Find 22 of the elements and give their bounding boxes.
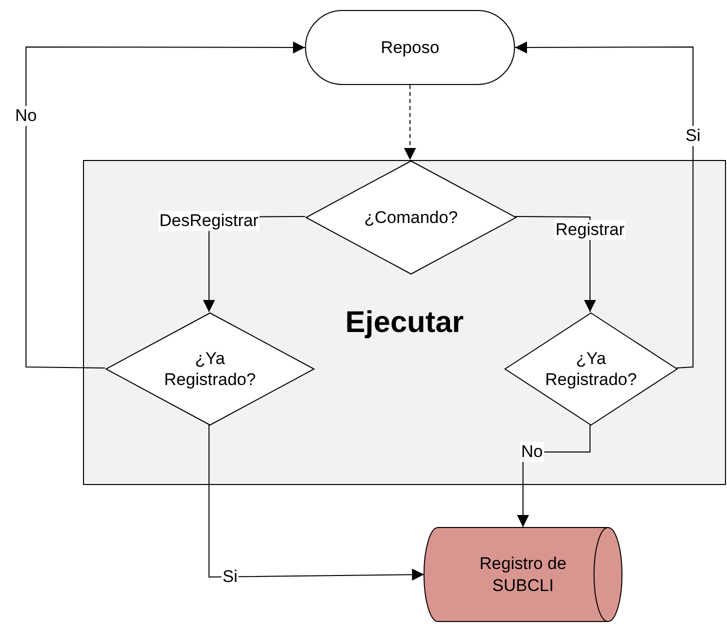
connector-arrow <box>517 424 590 528</box>
process-group-box <box>83 160 726 485</box>
connector-arrow <box>208 424 424 581</box>
node-text: ¿Comando? <box>364 206 458 228</box>
connector-arrow <box>514 216 596 312</box>
edge-label: Si <box>684 126 702 146</box>
edge-label: No <box>14 106 38 126</box>
edge-label: No <box>520 442 544 462</box>
connector-arrow <box>26 41 306 368</box>
node-text: ¿Ya Registrado? <box>544 348 638 390</box>
connector-arrow <box>404 84 416 160</box>
edge-label: Registrar <box>554 220 626 240</box>
decision-diamond <box>505 313 677 425</box>
decision-diamond <box>306 161 516 274</box>
group-title: Ejecutar <box>344 306 465 340</box>
node-text: Registro de SUBCLI <box>478 553 568 596</box>
connector-arrow <box>514 41 694 368</box>
decision-diamond <box>106 313 314 425</box>
edge-label: DesRegistrar <box>158 211 260 231</box>
node-text: ¿Ya Registrado? <box>163 348 257 390</box>
node-text: Reposo <box>380 36 440 58</box>
storage-cylinder <box>424 527 622 622</box>
